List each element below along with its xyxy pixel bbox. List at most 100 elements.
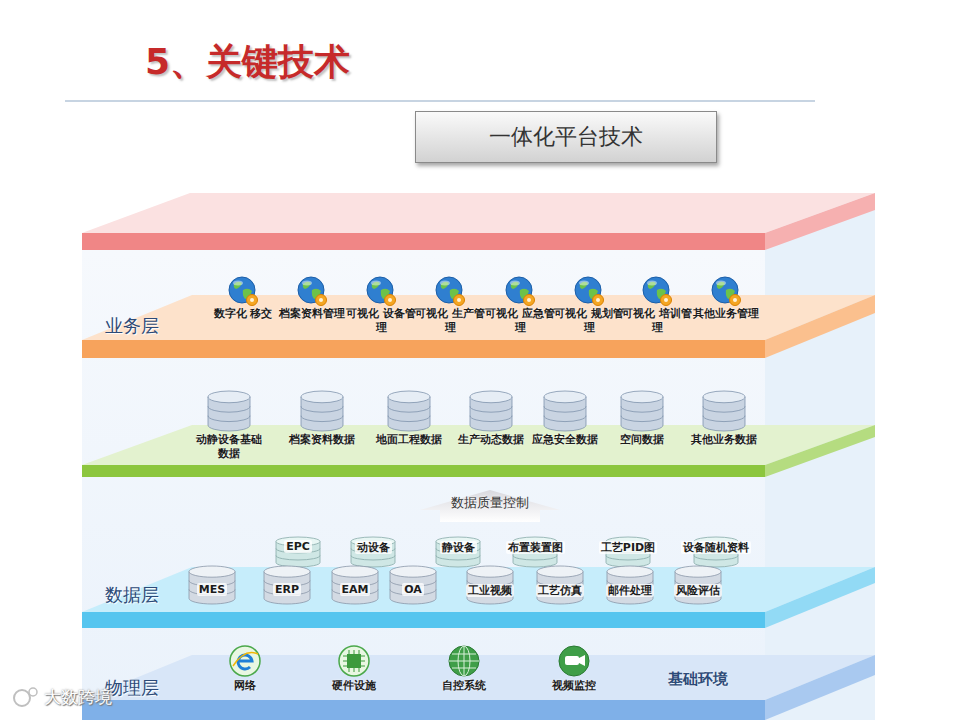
layer-item: 其他业务管理 xyxy=(691,276,761,321)
item-label: 其他业务数据 xyxy=(686,433,762,447)
business-band-front xyxy=(82,340,765,358)
business-band-face xyxy=(82,295,875,340)
item-label: 可视化 规划管理 xyxy=(554,307,624,335)
db-icon xyxy=(620,390,664,432)
source-name: 工业视频 xyxy=(456,583,524,598)
title-rule xyxy=(65,100,815,101)
source-name: 动设备 xyxy=(333,540,413,555)
box-title: 一体化平台技术 xyxy=(489,122,643,152)
data-band-side xyxy=(765,567,875,628)
item-label: 基础环境 xyxy=(658,670,738,689)
cam-icon xyxy=(557,644,591,678)
text-patch: 布置装置图 xyxy=(506,541,565,554)
text-patch: 邮件处理 xyxy=(606,584,654,597)
layer-band: 业务层数字化 移交档案资料管理可视化 设备管理可视化 生产管理可视化 应急管理可… xyxy=(82,262,765,360)
layer-item: 数字化 移交 xyxy=(208,276,278,321)
source-name: MES xyxy=(178,583,246,596)
text-patch: 工艺仿真 xyxy=(536,584,584,597)
layer-item: 硬件设施 xyxy=(318,644,390,693)
watermark: 大数跨境 xyxy=(44,686,112,709)
item-label: 地面工程数据 xyxy=(371,433,447,447)
item-label: 档案资料数据 xyxy=(284,433,360,447)
business-band-side xyxy=(765,295,875,358)
globe-icon xyxy=(228,276,258,306)
layer-item: 自控系统 xyxy=(428,644,500,693)
green-band-side xyxy=(765,425,875,477)
layer-item: 可视化 培训管理 xyxy=(622,276,692,335)
layer-item: 基础环境 xyxy=(658,670,738,689)
layer-item: 网络 xyxy=(209,644,281,693)
text-patch: OA xyxy=(402,583,424,596)
layer-name: 数据层 xyxy=(105,583,159,607)
layer-item: 生产动态数据 xyxy=(453,390,529,447)
layer-item: 可视化 规划管理 xyxy=(554,276,624,335)
globe-icon xyxy=(505,276,535,306)
item-label: 数字化 移交 xyxy=(208,307,278,321)
item-label: 可视化 生产管理 xyxy=(415,307,485,335)
item-label: 可视化 设备管理 xyxy=(346,307,416,335)
physical-band-side xyxy=(765,655,875,720)
text-patch: 工艺PID图 xyxy=(599,541,657,554)
item-label: 可视化 培训管理 xyxy=(622,307,692,335)
source-name: EPC xyxy=(258,540,338,553)
layer-band: 数据层 EPC 动设备 静设备布置装置图 工艺PID图 设备随机资料 MES ERP EAM OA… xyxy=(82,530,765,630)
physical-band-front xyxy=(82,700,765,720)
quality-arrow xyxy=(420,490,560,522)
item-label: 档案资料管理 xyxy=(277,307,347,321)
text-patch: 动设备 xyxy=(355,541,392,554)
green-band-front xyxy=(82,465,765,477)
source-name: OA xyxy=(379,583,447,596)
data-band-front xyxy=(82,612,765,628)
globe-icon xyxy=(574,276,604,306)
net-icon xyxy=(228,644,262,678)
layer-name: 业务层 xyxy=(105,314,159,338)
globe-icon xyxy=(435,276,465,306)
auto-icon xyxy=(447,644,481,678)
slide-title: 5、关键技术 xyxy=(145,38,350,87)
text-patch: EAM xyxy=(340,583,371,596)
layer-item: 可视化 生产管理 xyxy=(415,276,485,335)
layer-item: 档案资料管理 xyxy=(277,276,347,321)
hw-icon xyxy=(337,644,371,678)
top-slab-face xyxy=(82,193,875,233)
source-name: 设备随机资料 xyxy=(676,540,756,555)
text-patch: ERP xyxy=(273,583,301,596)
item-label: 动静设备基础数据 xyxy=(191,433,267,461)
data-band-face xyxy=(82,567,875,612)
db-icon xyxy=(387,390,431,432)
layer-name: 物理层 xyxy=(105,676,159,700)
item-label: 生产动态数据 xyxy=(453,433,529,447)
layer-item: 动静设备基础数据 xyxy=(191,390,267,461)
watermark-logo xyxy=(14,688,37,706)
db-icon xyxy=(207,390,251,432)
layer-item: 地面工程数据 xyxy=(371,390,447,447)
item-label: 硬件设施 xyxy=(318,679,390,693)
layer-item: 应急安全数据 xyxy=(527,390,603,447)
globe-icon xyxy=(366,276,396,306)
layer-band: 物理层 网络 硬件设施 自控系统视频监控 基础环境 xyxy=(82,640,765,720)
text-patch: MES xyxy=(197,583,227,596)
item-label: 可视化 应急管理 xyxy=(485,307,555,335)
item-label: 网络 xyxy=(209,679,281,693)
source-name: 工艺PID图 xyxy=(588,540,668,555)
text-patch: 风险评估 xyxy=(674,584,722,597)
layer-item: 档案资料数据 xyxy=(284,390,360,447)
source-name: 静设备 xyxy=(418,540,498,555)
top-slab-side xyxy=(765,193,875,250)
item-label: 其他业务管理 xyxy=(691,307,761,321)
item-label: 空间数据 xyxy=(604,433,680,447)
layer-item: 可视化 设备管理 xyxy=(346,276,416,335)
top-slab-front xyxy=(82,233,765,250)
db-icon xyxy=(702,390,746,432)
item-label: 视频监控 xyxy=(538,679,610,693)
db-icon xyxy=(300,390,344,432)
quality-control-label: 数据质量控制 xyxy=(451,494,529,512)
layer-item: 其他业务数据 xyxy=(686,390,762,447)
source-name: 工艺仿真 xyxy=(526,583,594,598)
source-name: 邮件处理 xyxy=(596,583,664,598)
globe-icon xyxy=(297,276,327,306)
db-icon xyxy=(469,390,513,432)
green-band-face xyxy=(82,425,875,465)
globe-icon xyxy=(642,276,672,306)
